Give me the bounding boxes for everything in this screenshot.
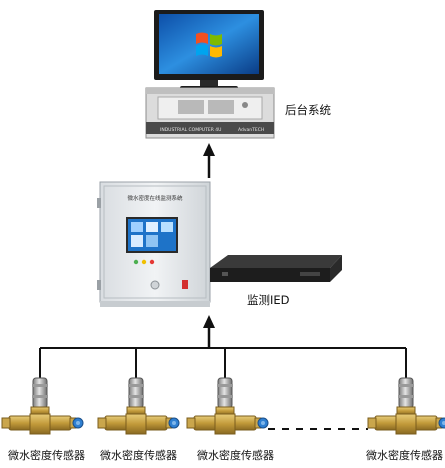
windows-logo-icon [196, 32, 222, 58]
sensor-bus [39, 347, 407, 378]
hinge [97, 198, 101, 208]
sensor-1 [1, 377, 84, 435]
monitor [154, 10, 264, 91]
lock-icon [150, 280, 160, 290]
cabinet-title: 微水密度在线监测系统 [127, 194, 183, 202]
monitoring-cabinet: 微水密度在线监测系统 [97, 181, 211, 307]
sensor-3 [186, 377, 269, 435]
ied-device [210, 255, 342, 282]
pc-front-text-right: AdvanTECH [238, 127, 264, 133]
indicator-light [133, 259, 139, 265]
sensor-label-4: 微水密度传感器 [366, 449, 443, 462]
power-switch [182, 280, 188, 289]
industrial-pc: INDUSTRIAL COMPUTER 4U AdvanTECH [145, 87, 275, 139]
arrow-to-backend-head [203, 143, 215, 156]
ied-label: 监测IED [247, 293, 290, 307]
indicator-light [141, 259, 147, 265]
arrow-to-cabinet-head [203, 315, 215, 328]
sensor-4 [367, 377, 445, 435]
monitor-screen [159, 14, 259, 74]
hinge [97, 280, 101, 290]
backend-system-label: 后台系统 [285, 103, 331, 117]
sensor-label-1: 微水密度传感器 [8, 449, 85, 462]
indicator-light [149, 259, 155, 265]
sensor-label-3: 微水密度传感器 [197, 449, 274, 462]
pc-front-text-left: INDUSTRIAL COMPUTER 4U [160, 127, 221, 133]
sensor-2 [97, 377, 180, 435]
sensor-label-2: 微水密度传感器 [100, 449, 177, 462]
